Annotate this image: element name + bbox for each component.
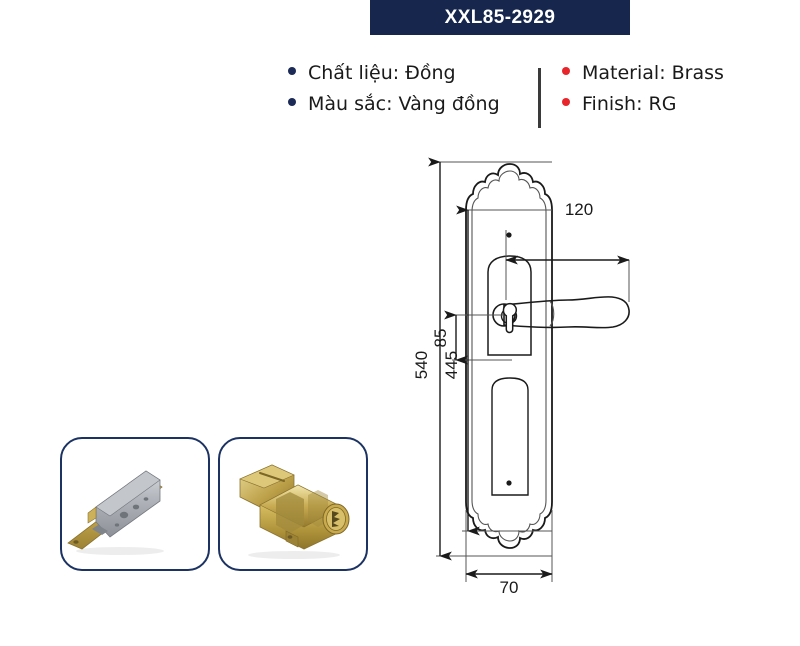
spec-column-vietnamese: Chất liệu: Đồng Màu sắc: Vàng đồng [288, 62, 500, 124]
dimension-label-85: 85 [431, 329, 450, 348]
spec-label-material-vi: Chất liệu: Đồng [308, 62, 456, 84]
spec-item-color-vi: Màu sắc: Vàng đồng [288, 93, 500, 124]
bullet-icon [562, 67, 570, 75]
spec-item-material-en: Material: Brass [562, 62, 724, 93]
dimension-label-445: 445 [442, 351, 461, 379]
mortise-lock-illustration [67, 470, 164, 555]
brass-cylinder-illustration [239, 464, 350, 559]
bullet-icon [288, 98, 296, 106]
technical-drawing: 540 445 85 120 70 [400, 150, 660, 600]
dimension-label-120: 120 [565, 200, 593, 219]
dimension-label-540: 540 [412, 351, 431, 379]
product-photo-mortise-lock [60, 437, 210, 571]
product-title-banner: XXL85-2929 [370, 0, 630, 35]
specifications-area: Chất liệu: Đồng Màu sắc: Vàng đồng Mater… [0, 62, 800, 142]
page-title: XXL85-2929 [444, 6, 556, 28]
product-photo-cylinder [218, 437, 368, 571]
spec-column-divider [538, 68, 541, 128]
spec-item-finish-en: Finish: RG [562, 93, 724, 124]
bullet-icon [288, 67, 296, 75]
spec-label-color-vi: Màu sắc: Vàng đồng [308, 93, 500, 115]
spec-column-english: Material: Brass Finish: RG [562, 62, 724, 124]
spec-item-material-vi: Chất liệu: Đồng [288, 62, 500, 93]
spec-label-finish-en: Finish: RG [582, 93, 677, 115]
spec-label-material-en: Material: Brass [582, 62, 724, 84]
dimension-label-70: 70 [500, 578, 519, 597]
bullet-icon [562, 98, 570, 106]
